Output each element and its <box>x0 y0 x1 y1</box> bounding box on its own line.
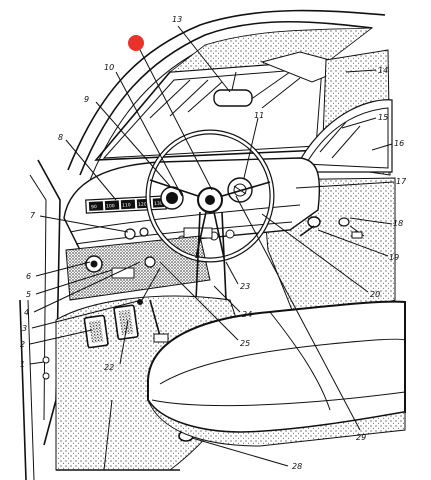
label-20: 20 <box>370 290 380 299</box>
label-16: 16 <box>394 139 404 148</box>
label-2: 2 <box>20 340 25 349</box>
seat <box>147 300 406 447</box>
label-6: 6 <box>26 272 31 281</box>
gauge-readout: 130 <box>154 201 163 207</box>
label-28: 28 <box>292 462 302 471</box>
label-17: 17 <box>396 177 407 186</box>
label-5: 5 <box>26 290 31 299</box>
gauge-readout: 110 <box>122 202 131 208</box>
label-29: 29 <box>356 433 366 442</box>
label-14: 14 <box>378 66 388 75</box>
label-11: 11 <box>254 111 264 120</box>
gauge-readout: 100 <box>106 203 115 209</box>
label-19: 19 <box>389 253 399 262</box>
label-9: 9 <box>84 95 89 104</box>
label-24: 24 <box>242 310 252 319</box>
leader-lines <box>29 25 395 471</box>
car-body-outline <box>19 9 396 480</box>
label-10: 10 <box>104 63 114 72</box>
label-12: 13 <box>172 15 182 24</box>
label-7: 7 <box>30 211 36 220</box>
label-1: 1 <box>20 360 25 369</box>
dashboard: 90 100 110 120 130 <box>63 157 321 301</box>
highlight-marker <box>128 35 144 51</box>
label-3: 3 <box>22 324 27 333</box>
side-controls <box>42 216 365 380</box>
label-18: 18 <box>393 219 403 228</box>
label-25: 25 <box>240 339 250 348</box>
part-labels: 13 14 15 16 17 18 19 20 10 9 11 8 7 6 5 … <box>20 15 407 471</box>
label-23: 23 <box>240 282 250 291</box>
gauge-readout: 120 <box>138 201 147 207</box>
label-4: 4 <box>24 308 29 317</box>
steering-wheel <box>145 129 275 301</box>
label-22: 22 <box>104 363 114 372</box>
gauge-readout: 90 <box>91 204 97 210</box>
label-15: 15 <box>378 113 388 122</box>
label-8: 8 <box>58 133 63 142</box>
